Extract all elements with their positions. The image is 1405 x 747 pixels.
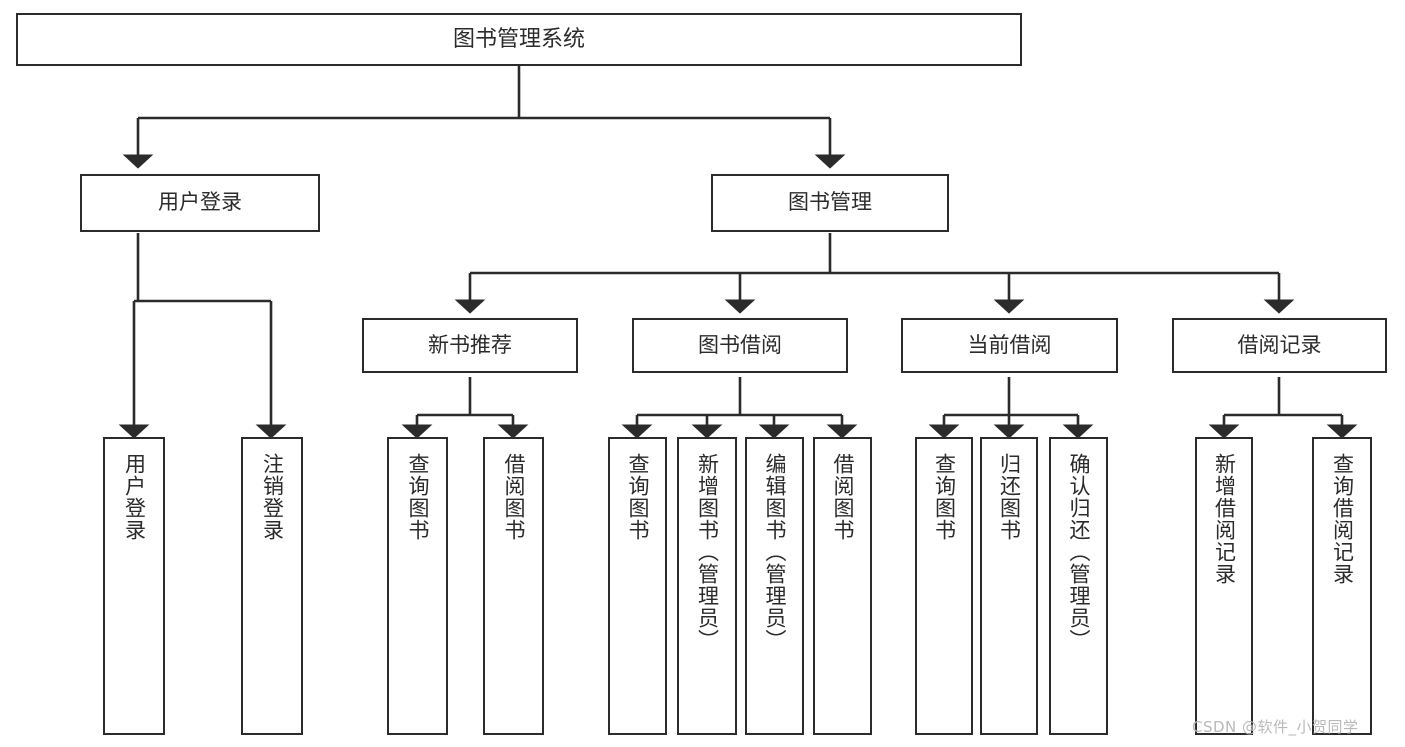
- leaf-add-book-admin[interactable]: 新增图书（管理员）: [677, 437, 737, 735]
- node-label: 借阅图书: [502, 453, 526, 541]
- leaf-user-login[interactable]: 用户登录: [103, 437, 165, 735]
- node-label: 借阅图书: [831, 453, 855, 541]
- node-label: 用户登录: [122, 453, 147, 541]
- leaf-logout-login[interactable]: 注销登录: [241, 437, 303, 735]
- node-book-manage[interactable]: 图书管理: [711, 174, 949, 232]
- leaf-borrow-book[interactable]: 借阅图书: [813, 437, 872, 735]
- node-label: 图书借阅: [698, 332, 782, 357]
- node-label: 当前借阅: [967, 332, 1052, 357]
- node-label: 图书管理系统: [452, 26, 585, 52]
- node-label: 编辑图书（管理员）: [763, 453, 787, 651]
- node-book-borrow[interactable]: 图书借阅: [632, 318, 848, 373]
- node-root-system[interactable]: 图书管理系统: [16, 13, 1022, 66]
- node-new-book-recommend[interactable]: 新书推荐: [362, 318, 578, 373]
- node-user-login[interactable]: 用户登录: [80, 174, 320, 232]
- leaf-return-book[interactable]: 归还图书: [980, 437, 1038, 735]
- node-label: 借阅记录: [1237, 332, 1322, 357]
- node-label: 查询图书: [406, 453, 430, 541]
- node-borrow-record[interactable]: 借阅记录: [1172, 318, 1387, 373]
- node-label: 用户登录: [158, 190, 242, 215]
- node-label: 归还图书: [997, 453, 1022, 541]
- node-label: 注销登录: [260, 453, 285, 541]
- node-label: 查询借阅记录: [1330, 453, 1355, 585]
- leaf-borrow-book-recommend[interactable]: 借阅图书: [483, 437, 544, 735]
- node-label: 确认归还（管理员）: [1067, 453, 1091, 651]
- leaf-edit-book-admin[interactable]: 编辑图书（管理员）: [745, 437, 804, 735]
- node-label: 新增借阅记录: [1212, 453, 1237, 585]
- node-label: 查询图书: [932, 453, 957, 541]
- node-label: 新增图书（管理员）: [695, 453, 720, 651]
- leaf-confirm-return-admin[interactable]: 确认归还（管理员）: [1049, 437, 1108, 735]
- leaf-query-book-recommend[interactable]: 查询图书: [387, 437, 448, 735]
- leaf-query-borrow-record[interactable]: 查询借阅记录: [1312, 437, 1372, 735]
- leaf-query-book-borrow[interactable]: 查询图书: [608, 437, 667, 735]
- leaf-add-borrow-record[interactable]: 新增借阅记录: [1195, 437, 1253, 735]
- leaf-query-book-current[interactable]: 查询图书: [915, 437, 973, 735]
- node-label: 新书推荐: [428, 332, 512, 357]
- node-label: 图书管理: [788, 190, 872, 215]
- node-label: 查询图书: [626, 453, 650, 541]
- node-current-borrow[interactable]: 当前借阅: [901, 318, 1118, 373]
